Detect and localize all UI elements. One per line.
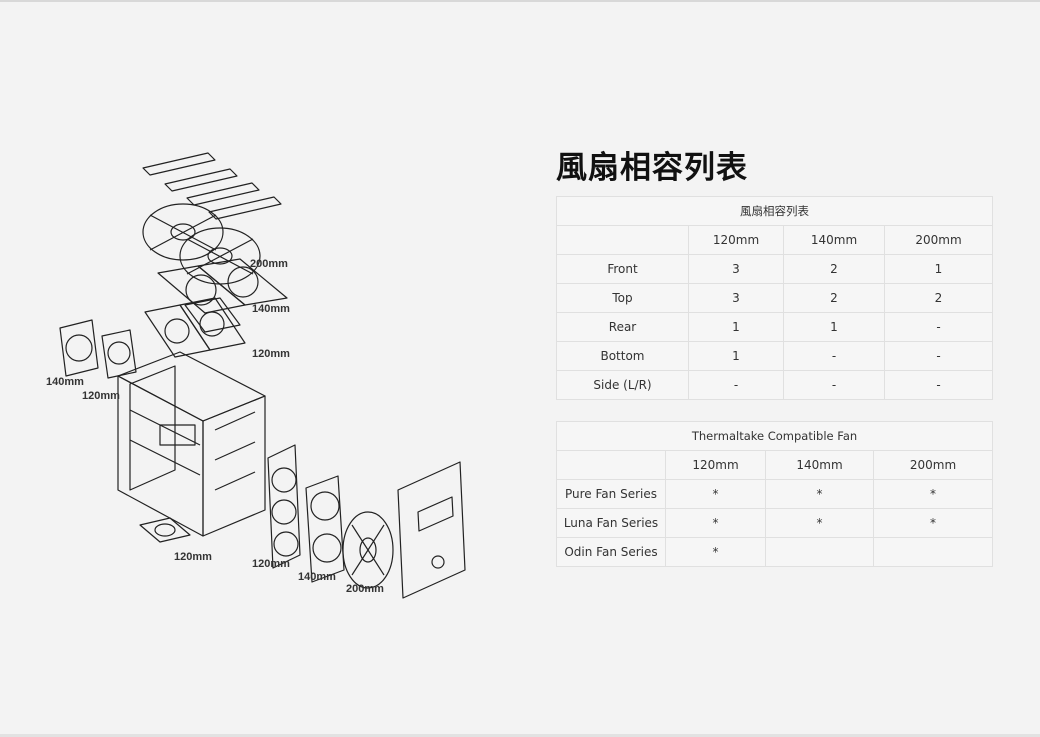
front-120mm-fans xyxy=(267,444,301,569)
dim-label-bottom-120: 120mm xyxy=(174,551,212,563)
case-line-drawing: 200mm 140mm 120mm 140mm 120mm 120mm 120m… xyxy=(46,152,466,599)
table-caption-row: Thermaltake Compatible Fan xyxy=(555,421,994,451)
table-cell: - xyxy=(783,370,885,400)
dim-label-rear-120: 120mm xyxy=(82,390,120,402)
front-panel xyxy=(397,461,466,599)
table-header-row: 120mm 140mm 200mm xyxy=(556,225,993,255)
header-cell xyxy=(556,225,689,255)
bottom-fan xyxy=(139,517,191,543)
table-row: Pure Fan Series * * * xyxy=(556,479,994,509)
table-cell: * xyxy=(872,508,994,538)
table-cell xyxy=(765,537,874,567)
dust-filter-strips xyxy=(142,152,282,220)
table-cell: 2 xyxy=(884,283,993,313)
table-cell: 1 xyxy=(884,254,993,284)
table-cell: * xyxy=(765,508,874,538)
table-header-row: 120mm 140mm 200mm xyxy=(556,450,994,480)
table-cell: 1 xyxy=(783,312,885,342)
dim-label-top-200: 200mm xyxy=(250,258,288,270)
dim-label-top-140: 140mm xyxy=(252,303,290,315)
row-label: Rear xyxy=(556,312,689,342)
row-label: Top xyxy=(556,283,689,313)
dim-label-top-120: 120mm xyxy=(252,348,290,360)
table-row: Top 3 2 2 xyxy=(556,283,993,313)
table-caption-row: 風扇相容列表 xyxy=(556,196,993,226)
header-cell: 140mm xyxy=(765,450,874,480)
header-cell: 120mm xyxy=(665,450,766,480)
row-label: Luna Fan Series xyxy=(556,508,666,538)
table-cell xyxy=(872,537,994,567)
header-cell: 200mm xyxy=(884,225,993,255)
table-caption: Thermaltake Compatible Fan xyxy=(555,421,994,451)
page-title: 風扇相容列表 xyxy=(556,150,748,186)
thermaltake-fan-table: Thermaltake Compatible Fan 120mm 140mm 2… xyxy=(555,421,994,567)
row-label: Front xyxy=(556,254,689,284)
table-cell: 1 xyxy=(688,341,784,371)
rear-fans xyxy=(59,319,137,379)
table-cell: 1 xyxy=(688,312,784,342)
row-label: Odin Fan Series xyxy=(556,537,666,567)
table-caption: 風扇相容列表 xyxy=(556,196,993,226)
table-cell: - xyxy=(884,312,993,342)
table-row: Rear 1 1 - xyxy=(556,312,993,342)
table-row: Front 3 2 1 xyxy=(556,254,993,284)
dim-label-front-120: 120mm xyxy=(252,558,290,570)
table-row: Bottom 1 - - xyxy=(556,341,993,371)
header-cell: 200mm xyxy=(872,450,994,480)
dim-label-front-200: 200mm xyxy=(346,583,384,595)
table-cell: * xyxy=(765,479,874,509)
page-top-border xyxy=(0,0,1040,2)
table-cell: - xyxy=(688,370,784,400)
table-cell: - xyxy=(884,370,993,400)
table-cell: - xyxy=(884,341,993,371)
table-cell: 3 xyxy=(688,283,784,313)
header-cell: 140mm xyxy=(783,225,885,255)
header-cell xyxy=(556,450,666,480)
row-label: Bottom xyxy=(556,341,689,371)
table-row: Odin Fan Series * xyxy=(556,537,994,567)
table-cell: 2 xyxy=(783,283,885,313)
front-140mm-fans xyxy=(305,475,345,583)
dim-label-front-140: 140mm xyxy=(298,571,336,583)
table-row: Luna Fan Series * * * xyxy=(556,508,994,538)
top-120mm-fans xyxy=(144,297,246,358)
fan-compatibility-table: 風扇相容列表 120mm 140mm 200mm Front 3 2 1 Top… xyxy=(556,196,993,400)
row-label: Pure Fan Series xyxy=(556,479,666,509)
top-200mm-fans xyxy=(142,203,261,285)
dim-label-rear-140: 140mm xyxy=(46,376,84,388)
front-200mm-fan xyxy=(342,511,394,589)
header-cell: 120mm xyxy=(688,225,784,255)
exploded-case-diagram: 200mm 140mm 120mm 140mm 120mm 120mm 120m… xyxy=(40,140,480,610)
table-row: Side (L/R) - - - xyxy=(556,370,993,400)
top-140mm-fans xyxy=(157,258,288,314)
page-bottom-border xyxy=(0,734,1040,737)
table-cell: * xyxy=(665,537,766,567)
table-cell: 2 xyxy=(783,254,885,284)
table-cell: * xyxy=(665,479,766,509)
table-cell: 3 xyxy=(688,254,784,284)
table-cell: - xyxy=(783,341,885,371)
chassis-body xyxy=(117,351,266,537)
table-cell: * xyxy=(872,479,994,509)
row-label: Side (L/R) xyxy=(556,370,689,400)
table-cell: * xyxy=(665,508,766,538)
